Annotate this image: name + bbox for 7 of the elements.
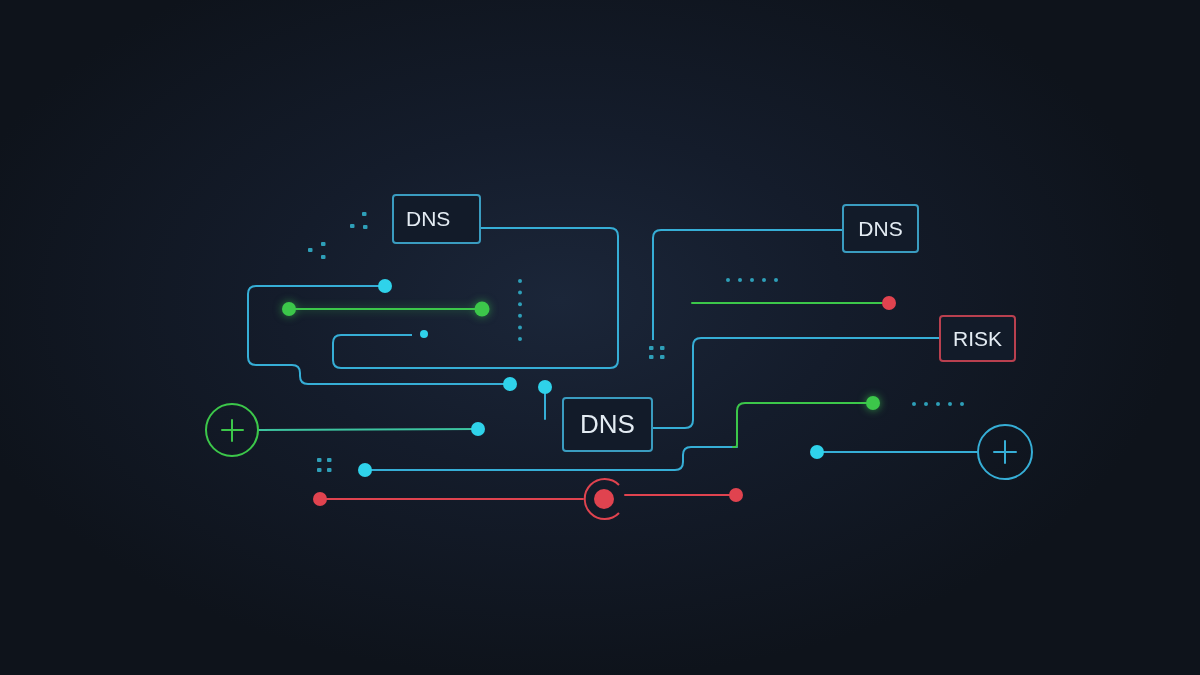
connector-line xyxy=(332,227,619,369)
label-box: DNS xyxy=(562,397,653,452)
label-box: RISK xyxy=(939,315,1016,362)
connector-line xyxy=(652,229,843,341)
label-box: DNS xyxy=(392,194,481,244)
label-box: DNS xyxy=(842,204,919,253)
connector-line xyxy=(652,337,940,429)
